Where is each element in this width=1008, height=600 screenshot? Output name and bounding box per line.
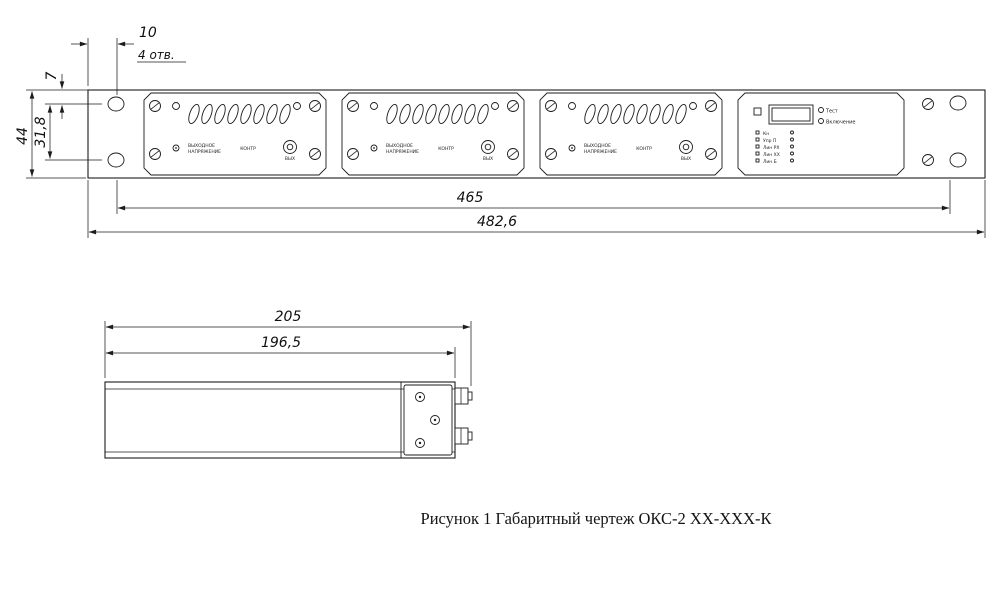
control-button xyxy=(753,107,762,116)
control-section: Тест Включение Кн Упр П Лин РХ Лин ХХ Ли… xyxy=(737,92,905,176)
dim-panel-height: 44 xyxy=(15,127,31,145)
rear-connector-lower xyxy=(454,427,473,445)
indicator-rows: Кн Упр П Лин РХ Лин ХХ Лин Б xyxy=(755,130,794,165)
dim-mounting-width: 465 xyxy=(457,190,484,206)
indicator-row-label: Лин Б xyxy=(763,159,777,165)
mounting-hole xyxy=(107,96,125,112)
screw-icon xyxy=(922,154,934,166)
figure-caption: Рисунок 1 Габаритный чертеж ОКС-2 ХХ-ХХХ… xyxy=(420,509,772,528)
led-power xyxy=(818,118,824,124)
led-power-label: Включение xyxy=(826,120,855,126)
indicator-row-label: Лин РХ xyxy=(763,145,779,151)
left-rack-ear xyxy=(107,96,125,168)
screw-icon xyxy=(922,98,934,110)
module-2 xyxy=(342,93,524,175)
display-screen xyxy=(771,107,811,122)
mounting-hole xyxy=(949,95,967,111)
front-dimensions: 10 4 отв. 7 31,8 44 465 482,6 xyxy=(15,25,986,238)
dim-hole-top-offset: 7 xyxy=(44,71,60,80)
rear-block xyxy=(403,384,453,456)
front-view: Тест Включение Кн Упр П Лин РХ Лин ХХ Ли… xyxy=(87,89,986,179)
module-3 xyxy=(540,93,722,175)
indicator-row-label: Упр П xyxy=(763,138,776,144)
led-test xyxy=(818,107,824,113)
indicator-row-label: Кн xyxy=(763,131,769,137)
dim-overall-width: 482,6 xyxy=(477,214,517,230)
mounting-hole xyxy=(107,152,125,168)
rear-connector-upper xyxy=(454,387,473,405)
side-body xyxy=(104,381,456,459)
mounting-hole xyxy=(949,152,967,168)
side-view xyxy=(104,381,473,459)
right-rack-ear xyxy=(922,95,967,168)
side-dimensions: 205 196,5 xyxy=(104,309,472,386)
indicator-row-label: Лин ХХ xyxy=(763,152,780,158)
module-1 xyxy=(144,93,326,175)
led-test-label: Тест xyxy=(825,109,838,115)
dim-edge-to-hole: 10 xyxy=(139,25,157,41)
dim-overall-depth: 205 xyxy=(275,309,302,325)
dim-holes-note: 4 отв. xyxy=(138,48,175,62)
dim-body-depth: 196,5 xyxy=(261,335,301,351)
dim-hole-vertical-spacing: 31,8 xyxy=(33,116,49,147)
